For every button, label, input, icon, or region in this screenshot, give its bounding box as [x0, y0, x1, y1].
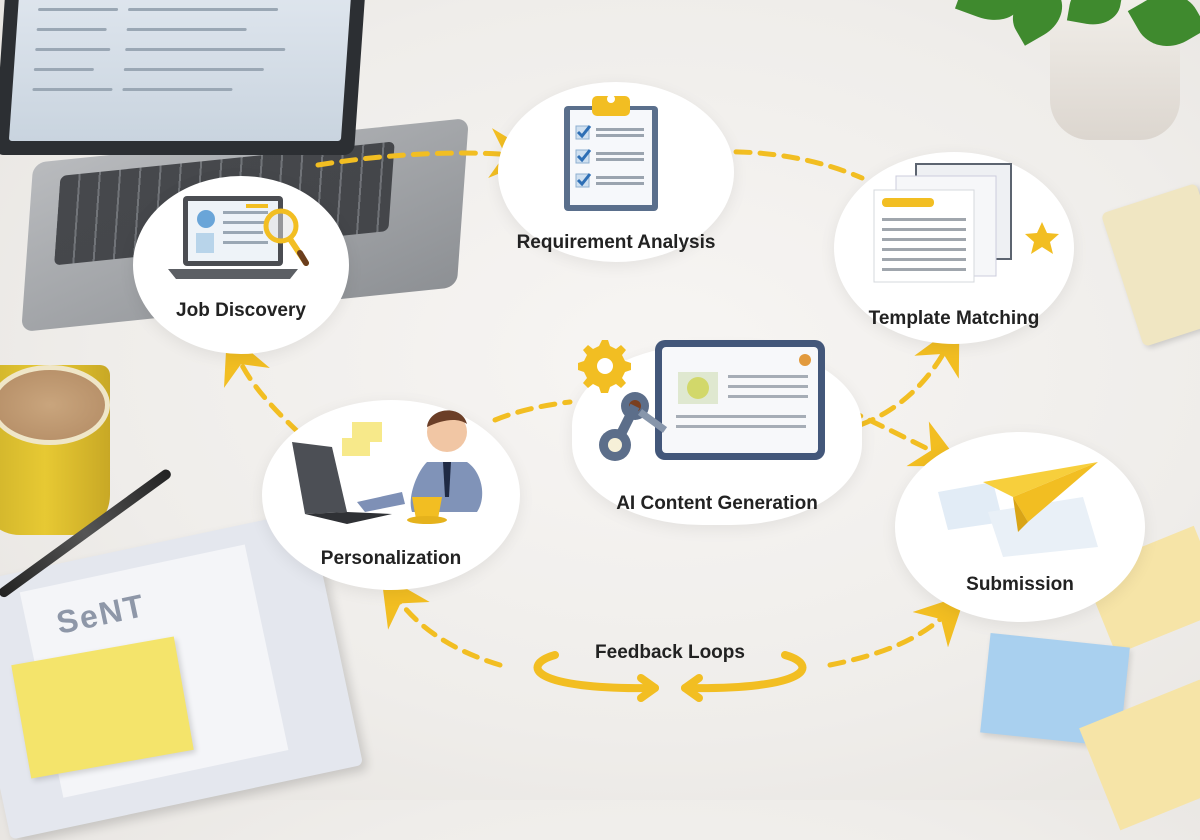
node-label: Submission	[966, 574, 1074, 595]
node-personalization: Personalization	[262, 400, 520, 590]
node-job-discovery: Job Discovery	[133, 176, 349, 354]
node-ai-content-generation: AI Content Generation	[572, 340, 862, 525]
node-requirement-analysis: Requirement Analysis	[498, 82, 734, 262]
man-at-laptop-icon	[292, 410, 483, 524]
arrow-feedback-to-submission	[827, 594, 966, 668]
arrow-personalization-to-ai	[492, 399, 573, 423]
node-label: Template Matching	[868, 308, 1040, 329]
clipboard-checklist-icon	[564, 95, 658, 211]
node-label: Personalization	[320, 548, 462, 569]
node-label: Requirement Analysis	[516, 232, 716, 253]
node-label: Job Discovery	[176, 300, 306, 321]
stacked-documents-star-icon	[873, 163, 1059, 283]
node-submission: Submission	[895, 432, 1145, 622]
feedback-loops-label: Feedback Loops	[595, 642, 745, 663]
coffee-cup	[0, 365, 110, 535]
arrow-ai-to-template	[857, 322, 960, 428]
arrow-job-to-requirement	[315, 128, 540, 179]
feedback-loop-arrows	[533, 651, 807, 702]
node-template-matching: Template Matching	[834, 152, 1074, 344]
plant-pot	[954, 0, 1200, 140]
arrow-personalization-to-job	[224, 332, 301, 435]
arrow-requirement-to-template	[709, 149, 865, 181]
robot-arm-tablet-gear-icon	[578, 340, 825, 461]
paper-plane-icon	[938, 462, 1098, 557]
arrow-feedback-to-personalization	[381, 574, 503, 668]
node-label: AI Content Generation	[616, 493, 818, 514]
laptop-magnifier-icon	[168, 196, 309, 279]
